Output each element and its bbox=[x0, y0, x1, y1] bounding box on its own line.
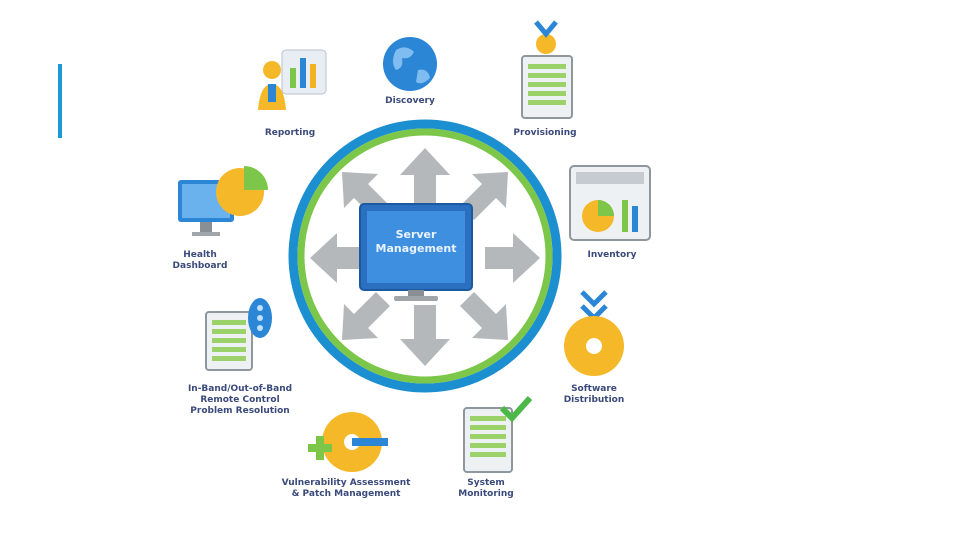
center-title-line2: Management bbox=[375, 242, 457, 255]
chart-icon bbox=[569, 165, 651, 241]
label-vulnerability: Vulnerability Assessment & Patch Managem… bbox=[281, 478, 411, 499]
label-discovery: Discovery bbox=[385, 96, 435, 106]
label-health-dashboard: Health Dashboard bbox=[172, 250, 228, 271]
label-software-distribution: Software Distribution bbox=[563, 384, 625, 405]
label-provisioning: Provisioning bbox=[513, 128, 577, 138]
server-management-diagram: Server Management Discovery Reporting Pr… bbox=[160, 0, 660, 540]
label-inventory: Inventory bbox=[587, 250, 637, 260]
accent-bar bbox=[58, 64, 62, 138]
label-reporting: Reporting bbox=[264, 128, 316, 138]
outer-ring bbox=[288, 119, 562, 393]
monitor-pie-icon bbox=[178, 166, 268, 236]
globe-icon bbox=[383, 37, 437, 91]
person-chart-icon bbox=[258, 49, 327, 110]
center-title-line1: Server bbox=[395, 228, 437, 241]
label-remote-control: In-Band/Out-of-Band Remote Control Probl… bbox=[187, 384, 293, 416]
label-system-monitoring: System Monitoring bbox=[458, 478, 514, 499]
server-monitor-icon bbox=[359, 203, 473, 301]
disc-plus-icon bbox=[308, 412, 388, 472]
checklist-icon bbox=[521, 20, 573, 119]
center-title: Server Management bbox=[367, 228, 465, 256]
diagram-graphic bbox=[178, 20, 651, 473]
remote-checklist-icon bbox=[205, 298, 272, 371]
checklist-check-icon bbox=[463, 395, 533, 473]
disc-download-icon bbox=[564, 290, 624, 376]
